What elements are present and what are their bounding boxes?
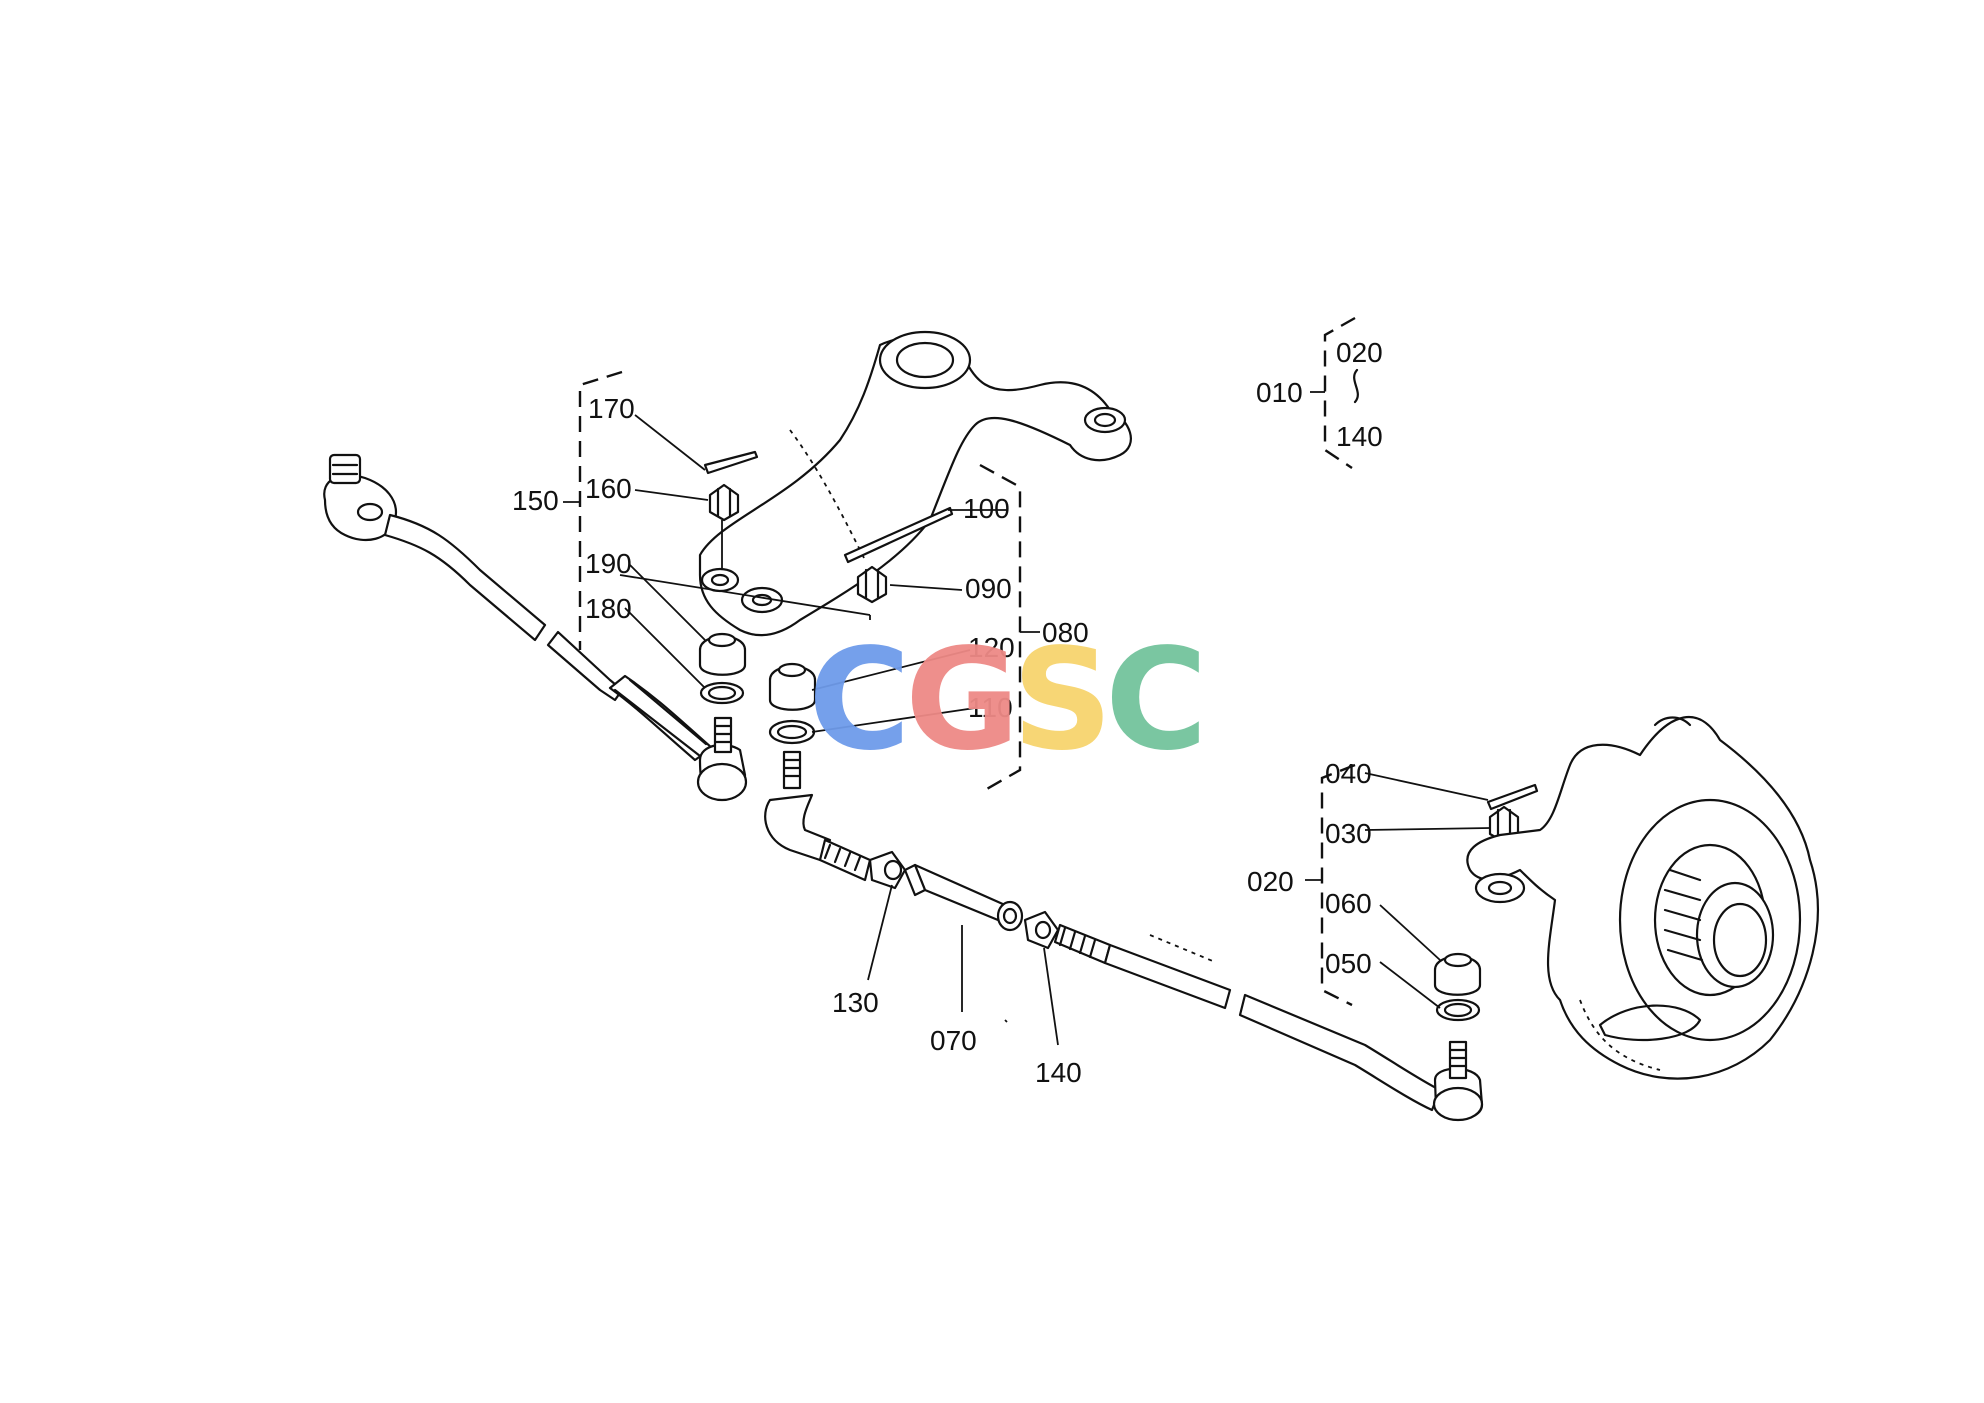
label-140-top: 140 [1336, 421, 1383, 452]
center-ball-joint [619, 463, 1022, 862]
assembly-bracket-010 [1310, 316, 1359, 469]
watermark-logo: C G S C [808, 619, 1208, 782]
label-110: 110 [968, 692, 1013, 723]
center-tie-rod [818, 838, 1442, 1112]
leader-lines [563, 414, 1491, 1046]
watermark-letter-1: C [808, 619, 911, 782]
label-190: 190 [585, 548, 632, 579]
label-180: 180 [585, 593, 632, 624]
watermark-letter-3: S [1012, 619, 1113, 782]
knuckle-housing [1466, 715, 1819, 1080]
label-140: 140 [1035, 1057, 1082, 1088]
label-050: 050 [1325, 948, 1372, 979]
label-090: 090 [965, 573, 1012, 604]
label-160: 160 [585, 473, 632, 504]
label-060: 060 [1325, 888, 1372, 919]
label-040: 040 [1325, 758, 1372, 789]
right-tie-rod-end [1320, 763, 1539, 1122]
watermark-letter-4: C [1105, 619, 1208, 782]
label-070: 070 [930, 1025, 977, 1056]
label-100: 100 [963, 493, 1010, 524]
steering-arm [698, 330, 1132, 637]
label-170: 170 [588, 393, 635, 424]
label-020: 020 [1247, 866, 1294, 897]
label-010: 010 [1256, 377, 1303, 408]
left-ball-joint [578, 370, 759, 802]
label-130: 130 [832, 987, 879, 1018]
label-120: 120 [968, 632, 1015, 663]
label-030: 030 [1325, 818, 1372, 849]
part-labels: 010 020 140 170 160 150 190 180 100 090 … [512, 337, 1383, 1088]
label-080: 080 [1042, 617, 1089, 648]
label-150: 150 [512, 485, 559, 516]
label-020-top: 020 [1336, 337, 1383, 368]
watermark-letter-2: G [905, 619, 1020, 782]
